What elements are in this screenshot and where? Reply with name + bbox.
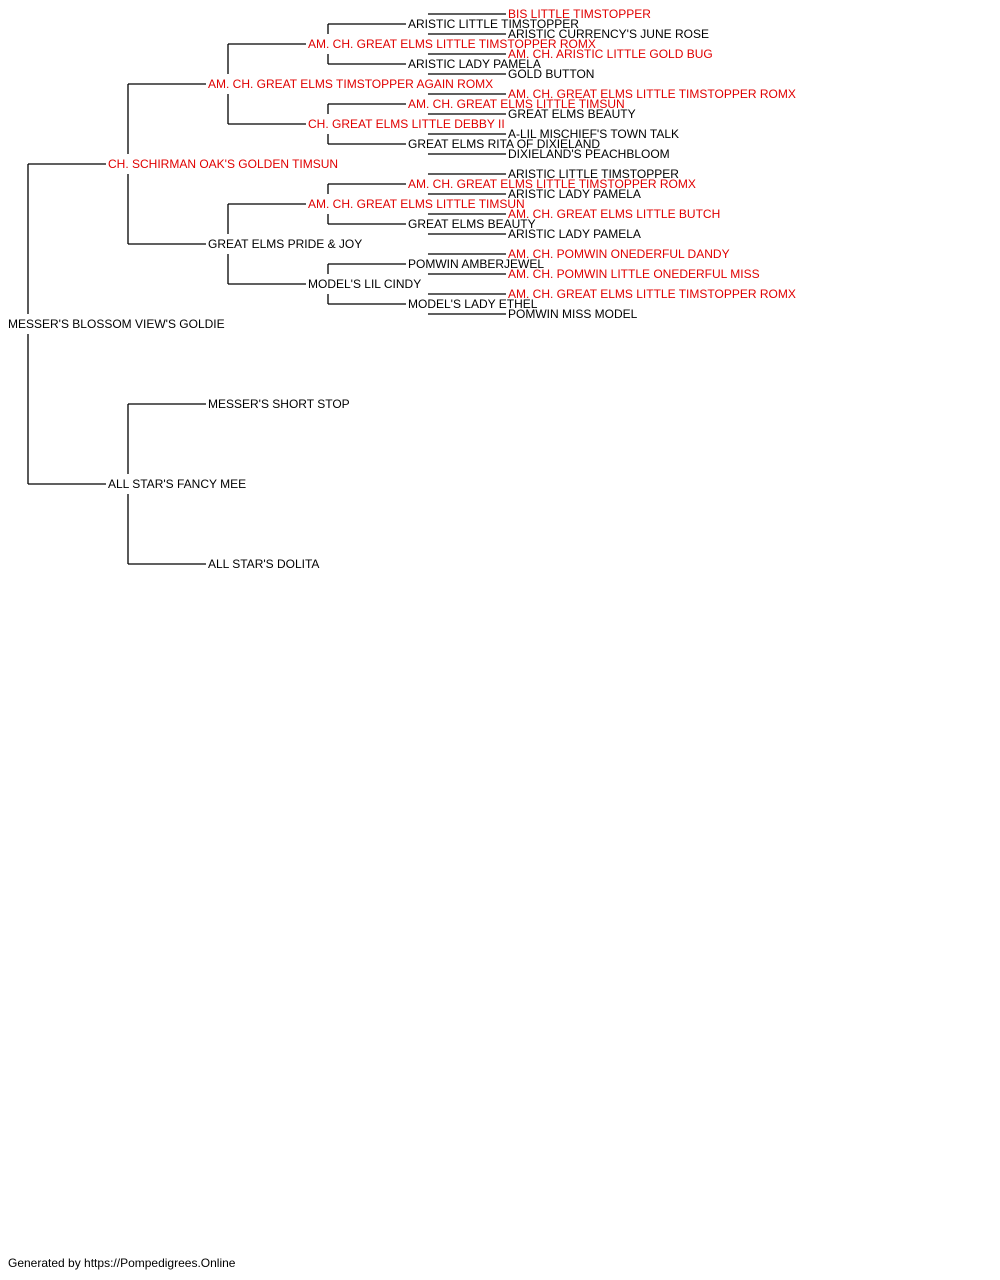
ancestor-name: POMWIN MISS MODEL [508, 307, 638, 321]
ancestor-name: AM. CH. POMWIN ONEDERFUL DANDY [508, 247, 730, 261]
ancestor-name: POMWIN AMBERJEWEL [408, 257, 544, 271]
ancestor-name: GREAT ELMS BEAUTY [508, 107, 636, 121]
ancestor-name: ARISTIC CURRENCY'S JUNE ROSE [508, 27, 709, 41]
ancestor-name: AM. CH. GREAT ELMS LITTLE BUTCH [508, 207, 720, 221]
subject-name: MESSER'S BLOSSOM VIEW'S GOLDIE [8, 317, 225, 331]
ancestor-name: AM. CH. GREAT ELMS LITTLE TIMSTOPPER ROM… [408, 177, 696, 191]
ancestor-name: ARISTIC LADY PAMELA [508, 227, 641, 241]
ancestor-name: GREAT ELMS PRIDE & JOY [208, 237, 362, 251]
ancestor-name: AM. CH. GREAT ELMS TIMSTOPPER AGAIN ROMX [208, 77, 493, 91]
ancestor-name: GOLD BUTTON [508, 67, 594, 81]
ancestor-name: MESSER'S SHORT STOP [208, 397, 350, 411]
ancestor-name: AM. CH. ARISTIC LITTLE GOLD BUG [508, 47, 713, 61]
ancestor-name: BIS LITTLE TIMSTOPPER [508, 7, 651, 21]
ancestor-name: CH. SCHIRMAN OAK'S GOLDEN TIMSUN [108, 157, 338, 171]
ancestor-name: GREAT ELMS BEAUTY [408, 217, 536, 231]
ancestor-name: AM. CH. POMWIN LITTLE ONEDERFUL MISS [508, 267, 760, 281]
ancestor-name: AM. CH. GREAT ELMS LITTLE TIMSTOPPER ROM… [508, 287, 796, 301]
ancestor-name: ARISTIC LITTLE TIMSTOPPER [508, 167, 679, 181]
ancestor-name: A-LIL MISCHIEF'S TOWN TALK [508, 127, 679, 141]
ancestor-name: ALL STAR'S FANCY MEE [108, 477, 246, 491]
pedigree-tree: MESSER'S BLOSSOM VIEW'S GOLDIE CH. SCHIRM… [8, 7, 796, 571]
ancestor-name: DIXIELAND'S PEACHBLOOM [508, 147, 670, 161]
ancestor-name: AM. CH. GREAT ELMS LITTLE TIMSTOPPER ROM… [308, 37, 596, 51]
ancestor-name: MODEL'S LADY ETHEL [408, 297, 538, 311]
ancestor-name: AM. CH. GREAT ELMS LITTLE TIMSTOPPER ROM… [508, 87, 796, 101]
ancestor-name: ARISTIC LADY PAMELA [408, 57, 541, 71]
ancestor-name: MODEL'S LIL CINDY [308, 277, 421, 291]
ancestor-name: ALL STAR'S DOLITA [208, 557, 319, 571]
ancestor-name: GREAT ELMS RITA OF DIXIELAND [408, 137, 600, 151]
ancestor-name: ARISTIC LITTLE TIMSTOPPER [408, 17, 579, 31]
ancestor-name: ARISTIC LADY PAMELA [508, 187, 641, 201]
ancestor-name: AM. CH. GREAT ELMS LITTLE TIMSUN [308, 197, 525, 211]
ancestor-name: AM. CH. GREAT ELMS LITTLE TIMSUN [408, 97, 625, 111]
footer-credit: Generated by https://Pompedigrees.Online [8, 1256, 236, 1270]
ancestor-name: CH. GREAT ELMS LITTLE DEBBY II [308, 117, 505, 131]
